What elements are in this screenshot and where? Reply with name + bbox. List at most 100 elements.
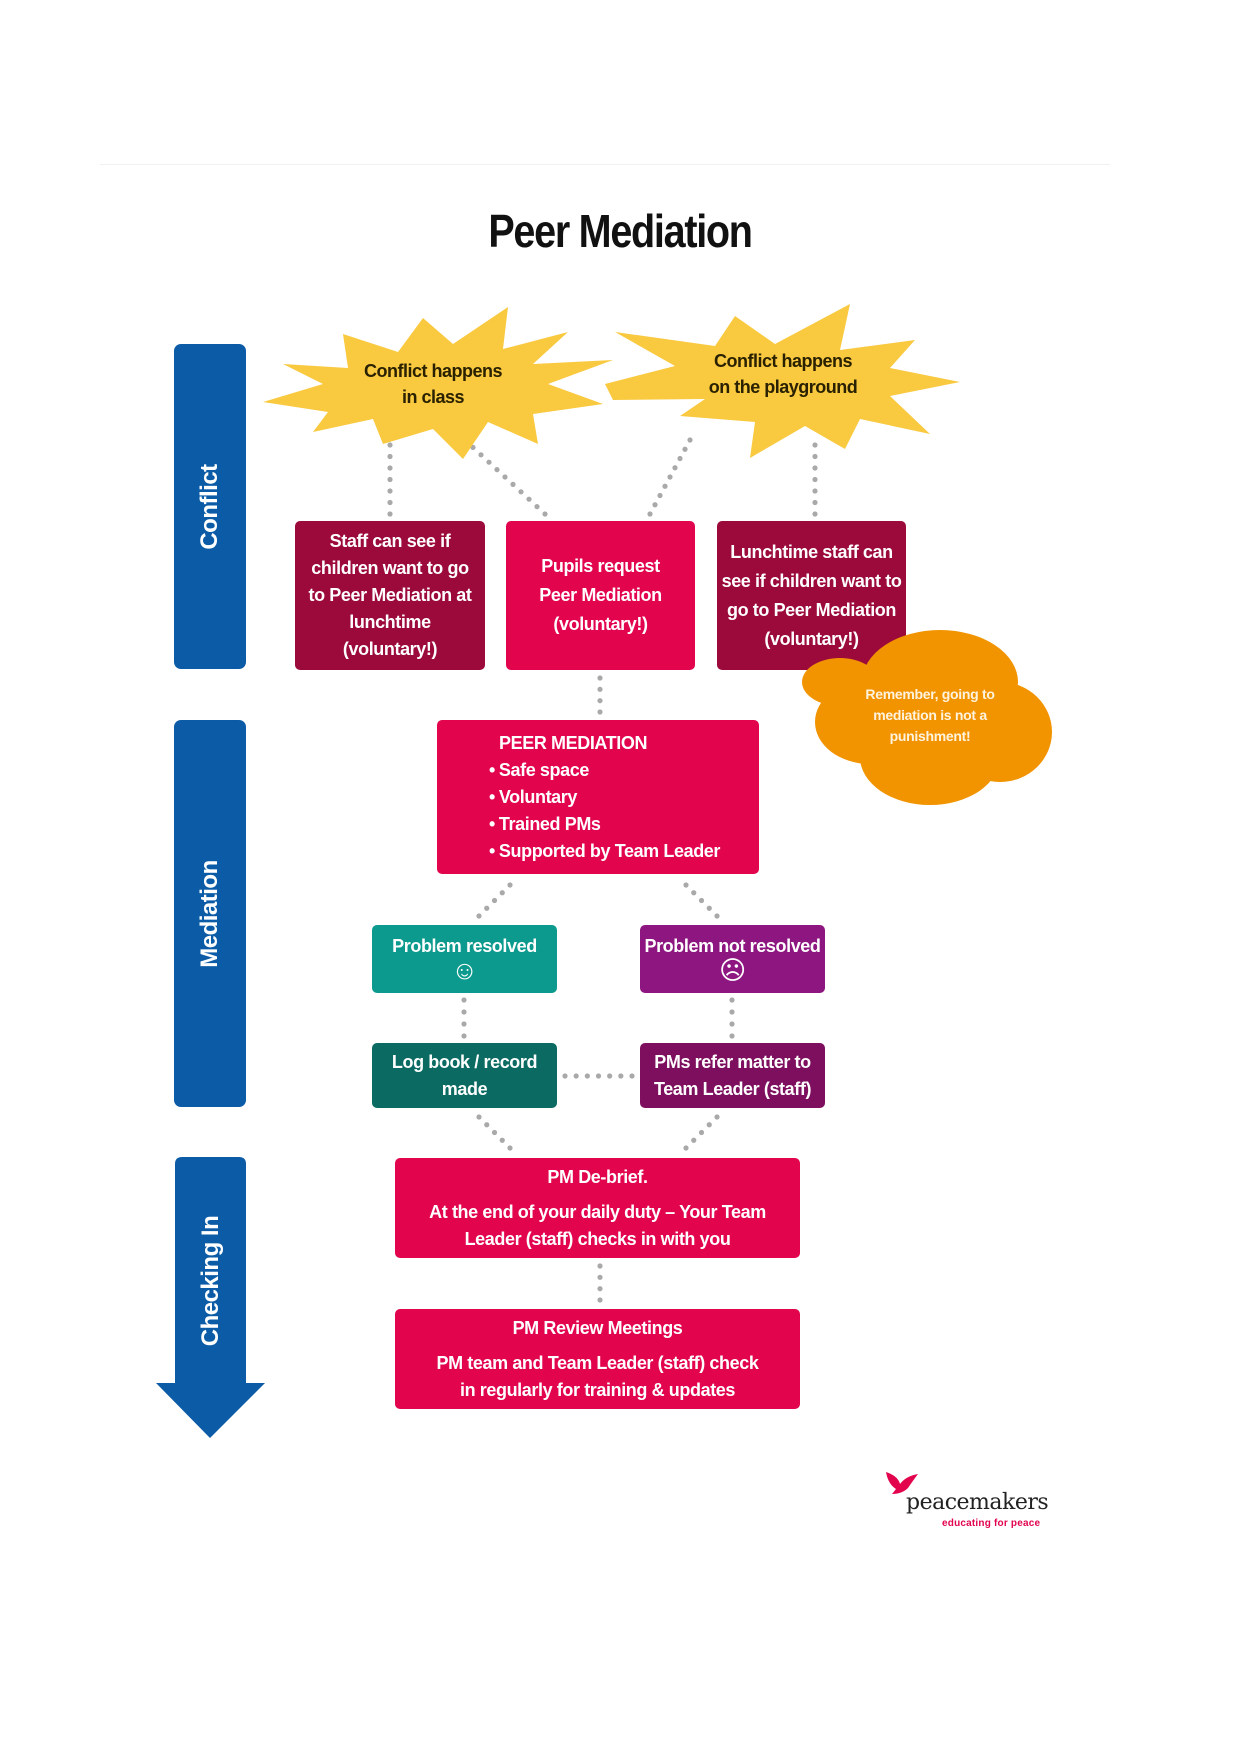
connector-star2-to-pupils (647, 437, 693, 517)
cloud-icon (802, 630, 1052, 805)
bullet-item: Safe space (489, 757, 720, 784)
stage-checking-in: Checking In (156, 1157, 266, 1439)
connector-dot (706, 905, 712, 911)
pupil-request-box: Pupils request Peer Mediation (voluntary… (506, 521, 695, 670)
connector-dot (494, 467, 500, 473)
connector-dot (478, 452, 484, 458)
connector-dot (672, 465, 678, 471)
logo-tagline: educating for peace (942, 1518, 1041, 1529)
connector-dot (597, 1286, 603, 1292)
connector-dot (691, 890, 697, 896)
stage-conflict: Conflict (174, 344, 246, 669)
connector-dot (729, 1009, 735, 1015)
connector-star2-to-lunchtime (812, 442, 818, 517)
smiley-face-icon: ☺ (451, 954, 478, 985)
refer-to-team-leader-box: PMs refer matter to Team Leader (staff) (640, 1043, 825, 1108)
connector-dot (461, 997, 467, 1003)
page-title: Peer Mediation (488, 205, 753, 257)
log-book-box: Log book / record made (372, 1043, 557, 1108)
connector-mediation-to-not-resolved (683, 882, 720, 919)
bullet-item: Supported by Team Leader (489, 838, 721, 865)
connector-dot (812, 453, 818, 460)
peer-mediation-box: PEER MEDIATION Safe space Voluntary Trai… (437, 720, 759, 874)
connector-dot (387, 442, 393, 448)
connector-dot (476, 913, 482, 919)
connector-mediation-to-resolved (476, 882, 513, 919)
connector-dot (729, 1033, 735, 1039)
burst-icon (263, 307, 613, 459)
connector-dot (387, 488, 393, 494)
connector-dot (683, 1145, 689, 1151)
connector-dot (484, 1122, 490, 1128)
reminder-cloud: Remember, going to mediation is not a pu… (800, 627, 1054, 807)
connector-dot (518, 489, 524, 495)
connector-dot (812, 488, 818, 494)
burst-icon (605, 304, 960, 458)
connector-dot (683, 882, 689, 888)
connector-dot (812, 465, 818, 471)
connector-dot (595, 1073, 602, 1079)
reminder-text: Remember, going to mediation is not a pu… (865, 686, 995, 744)
lunchtime-staff-box: Lunchtime staff can see if children want… (717, 521, 906, 670)
connector-dot (597, 675, 603, 681)
connector-dot (476, 1114, 482, 1120)
connector-star1-to-staff (387, 442, 393, 517)
connector-dot (812, 499, 818, 506)
connector-dot (652, 502, 658, 508)
connector-dot (507, 1145, 513, 1151)
trigger-playground-text: Conflict happens on the playground (708, 351, 858, 397)
logo-wordmark: peacemakers (906, 1490, 1049, 1515)
stage-conflict-label: Conflict (196, 463, 223, 550)
connector-dot (461, 1021, 467, 1027)
connector-dot (812, 511, 818, 517)
connector-dot (502, 474, 508, 480)
top-divider (100, 164, 1110, 165)
connector-dot (597, 709, 603, 715)
connector-dot (597, 1263, 603, 1269)
connector-dot (714, 1114, 720, 1120)
connector-dot (387, 465, 393, 471)
connector-dot (597, 1274, 603, 1280)
sad-face-icon: ☹ (719, 954, 746, 985)
connector-dot (618, 1073, 624, 1079)
connector-pupils-to-peer-mediation (597, 675, 603, 715)
bullet-item: Voluntary (489, 784, 720, 811)
connector-not-resolved-to-refer (729, 997, 735, 1039)
connector-dot (706, 1122, 712, 1128)
connector-dot (491, 897, 498, 904)
peer-mediation-bullets: Safe space Voluntary Trained PMs Support… (489, 757, 721, 865)
connector-dot (729, 1021, 735, 1027)
connector-dot (698, 897, 705, 904)
stage-checking-in-label: Checking In (197, 1215, 224, 1347)
debrief-box: PM De-brief. At the end of your daily du… (395, 1158, 800, 1258)
connector-dot (662, 483, 668, 489)
debrief-heading: PM De-brief. (547, 1166, 648, 1187)
connector-dot (461, 1033, 467, 1039)
problem-not-resolved-box: Problem not resolved ☹ (640, 925, 825, 993)
stage-mediation: Mediation (174, 720, 246, 1107)
connector-dot (687, 437, 693, 443)
connector-dot (682, 446, 688, 452)
trigger-playground-star: Conflict happens on the playground (605, 304, 961, 460)
connector-refer-to-debrief (683, 1114, 720, 1151)
connector-dot (573, 1073, 579, 1079)
connector-dot (507, 882, 513, 888)
connector-dot (647, 511, 653, 517)
peacemakers-logo: peacemakers educating for peace (884, 1470, 1054, 1534)
connector-dot (667, 474, 673, 480)
peer-mediation-heading: PEER MEDIATION (499, 733, 648, 753)
bullet-item: Trained PMs (489, 811, 720, 838)
connector-dot (542, 511, 548, 517)
connector-dot (461, 1009, 467, 1015)
connector-dot (584, 1073, 590, 1079)
review-meetings-box: PM Review Meetings PM team and Team Lead… (395, 1309, 800, 1409)
connector-dot (629, 1073, 635, 1079)
stage-mediation-label: Mediation (196, 859, 223, 968)
trigger-class-text: Conflict happens in class (363, 361, 503, 407)
connector-dot (597, 698, 603, 704)
connector-log-to-refer (562, 1073, 635, 1079)
connector-dot (387, 476, 393, 483)
connector-dot (691, 1137, 697, 1143)
connector-dot (597, 1297, 603, 1303)
staff-referral-box: Staff can see if children want to go to … (295, 521, 485, 670)
